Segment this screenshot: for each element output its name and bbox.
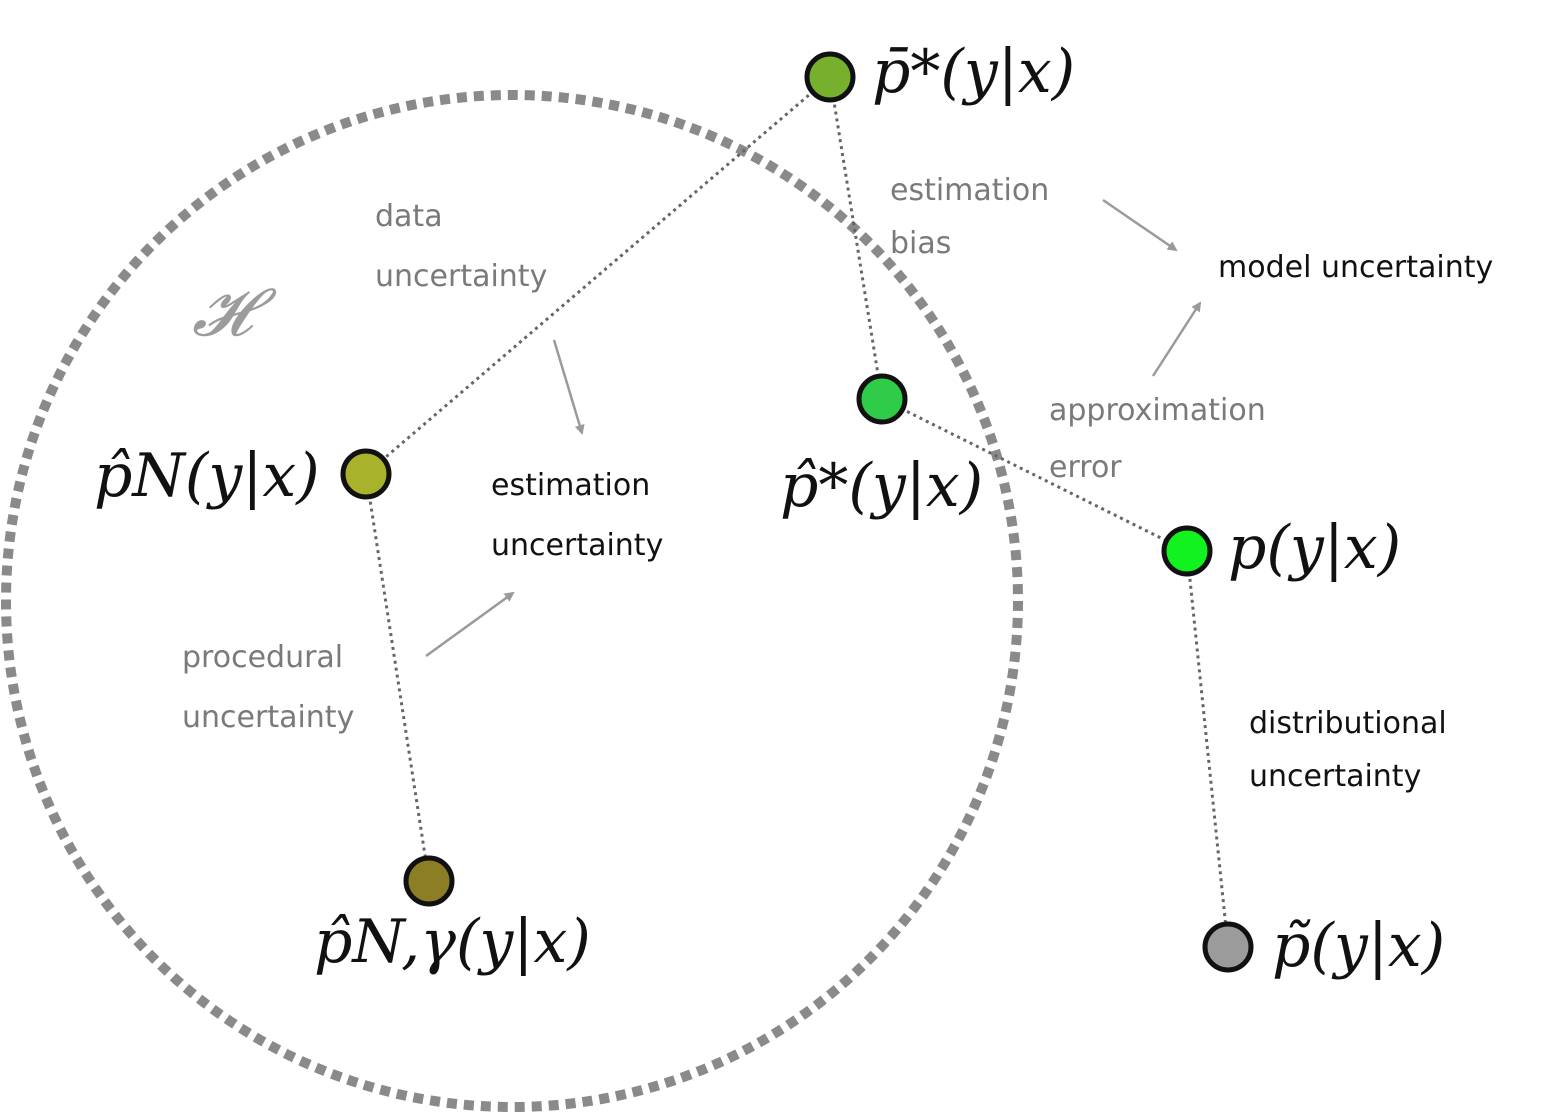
label-approximation-error-line2: error [1049, 450, 1122, 485]
label-model-uncertainty: model uncertainty [1218, 250, 1493, 285]
label-p-true: p(y|x) [1228, 513, 1401, 583]
connector-phatN-to-phatNgamma [364, 473, 431, 882]
hypothesis-space-circle [1, 90, 1023, 1112]
node-p-hat-N [340, 448, 392, 500]
label-approximation-error-line1: approximation [1049, 393, 1266, 428]
label-distributional-uncertainty-line1: distributional [1249, 706, 1447, 741]
label-p-hat-star: p̂*(y|x) [780, 451, 983, 521]
label-p-tilde: p̃(y|x) [1272, 911, 1445, 981]
node-p-hat-N-gamma [403, 855, 455, 907]
hypothesis-space-label: 𝓗 [192, 274, 277, 351]
connector-p-to-ptilde [1185, 550, 1230, 948]
arrows [425, 198, 1202, 658]
label-procedural-uncertainty-line1: procedural [182, 640, 343, 675]
node-p-tilde [1202, 921, 1254, 973]
label-data-uncertainty-line1: data [375, 199, 443, 234]
connector-pbar-to-phatstar [828, 76, 884, 400]
label-estimation-bias-line1: estimation [890, 173, 1049, 208]
label-estimation-bias-line2: bias [890, 226, 951, 261]
label-p-hat-N-gamma: p̂N,γ(y|x) [314, 907, 591, 977]
label-distributional-uncertainty-line2: uncertainty [1249, 759, 1421, 794]
label-p-bar-star: p̄*(y|x) [872, 37, 1075, 107]
arrow-bias-to-model [1102, 198, 1178, 252]
label-data-uncertainty-line2: uncertainty [375, 259, 547, 294]
connectors [364, 75, 1230, 948]
node-p-hat-star [856, 373, 908, 425]
node-p-bar-star [804, 51, 856, 103]
arrow-procedural-to-estimation [425, 591, 515, 658]
label-estimation-uncertainty-line1: estimation [491, 468, 650, 503]
label-procedural-uncertainty-line2: uncertainty [182, 700, 354, 735]
arrow-data-to-estimation [552, 339, 585, 435]
connector-phatstar-to-p [881, 397, 1188, 553]
label-estimation-uncertainty-line2: uncertainty [491, 528, 663, 563]
node-p-true [1161, 525, 1213, 577]
arrow-approx-to-model [1151, 301, 1202, 377]
nodes [340, 51, 1254, 973]
label-p-hat-N: p̂N(y|x) [94, 441, 320, 511]
